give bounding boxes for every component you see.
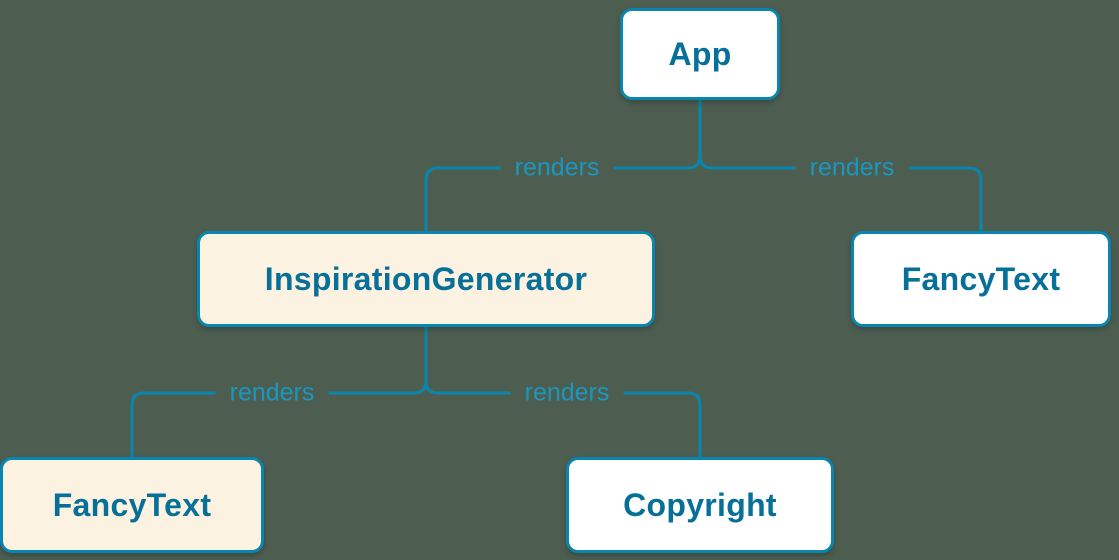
node-fancy-text-bottom: FancyText [0, 457, 264, 553]
node-inspiration-generator: InspirationGenerator [197, 231, 655, 327]
edge-label-inspiration-generator-to-fancy-text: renders [215, 376, 329, 410]
node-app: App [620, 8, 780, 100]
edge-label-inspiration-generator-to-copyright: renders [510, 376, 624, 410]
node-copyright-label: Copyright [623, 486, 777, 523]
node-fancy-text-top: FancyText [851, 231, 1111, 327]
node-app-label: App [668, 35, 732, 72]
node-fancy-text-top-label: FancyText [901, 260, 1061, 297]
node-copyright: Copyright [566, 457, 834, 553]
edge-label-app-to-inspiration-generator: renders [500, 151, 614, 185]
node-fancy-text-bottom-label: FancyText [52, 486, 212, 523]
edge-label-app-to-fancy-text: renders [795, 151, 909, 185]
node-inspiration-generator-label: InspirationGenerator [264, 260, 588, 297]
